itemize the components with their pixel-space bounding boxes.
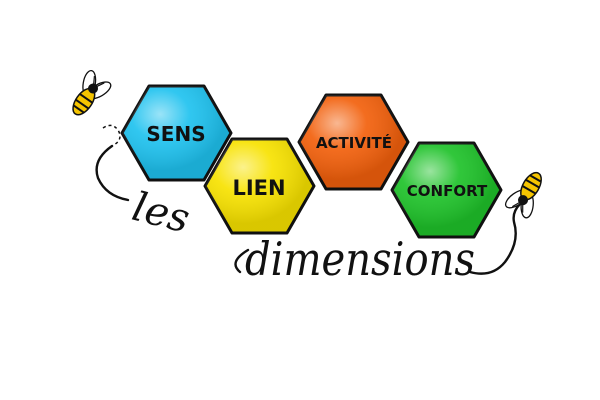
hexagon-confort-label: CONFORT [407,182,488,200]
hexagon-activite-label: ACTIVITÉ [316,133,392,152]
right-bee-icon [504,171,542,219]
hexagon-sens-label: SENS [146,122,205,146]
left-bee-flight-trail [102,124,121,147]
hexagon-sens: SENS [120,84,233,182]
hexagon-lien: LIEN [203,137,316,235]
caption-prefix: les [128,184,194,242]
hexagon-activite: ACTIVITÉ [297,93,410,191]
hexagon-confort: CONFORT [390,141,503,239]
hexagon-lien-label: LIEN [232,176,285,200]
swirl-line [95,144,522,275]
caption-word: dimensions [245,232,475,286]
left-bee-icon [72,69,112,116]
